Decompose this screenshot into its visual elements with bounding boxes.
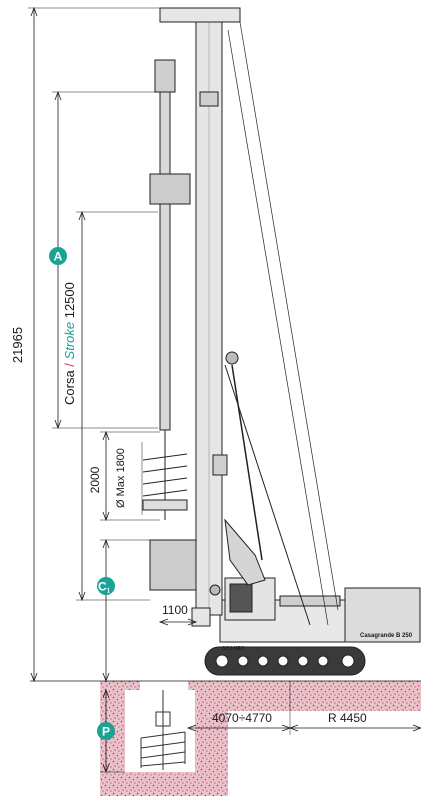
mast-head bbox=[159, 7, 241, 23]
offset-label: 1100 bbox=[162, 603, 188, 617]
machine-brand: Casagrande B 250 bbox=[360, 633, 413, 639]
stroke-label: Corsa / Stroke 12500 bbox=[62, 282, 77, 405]
auger-length-label: 2000 bbox=[88, 466, 102, 493]
total-height-label: 21965 bbox=[10, 327, 25, 363]
svg-text:C1: C1 bbox=[98, 580, 111, 595]
ground-right bbox=[188, 681, 421, 711]
mast bbox=[142, 7, 339, 627]
marker-p: P bbox=[97, 722, 115, 740]
dimension-lines bbox=[28, 6, 421, 774]
marker-a: A bbox=[49, 247, 67, 265]
kelly-bar bbox=[159, 69, 171, 431]
cab-window bbox=[229, 583, 253, 613]
track-range-label: 4070÷4770 bbox=[212, 711, 272, 725]
auger-diameter-label: Ø Max 1800 bbox=[115, 448, 127, 508]
svg-text:A: A bbox=[54, 250, 63, 264]
borehole bbox=[125, 690, 195, 772]
ground-bottom bbox=[100, 770, 228, 796]
auger-in-hole bbox=[140, 690, 186, 770]
marker-c1: C1 bbox=[97, 577, 115, 595]
rotary-head bbox=[149, 173, 191, 205]
crawler-carrier: SOILMEC Casagrande B 250 bbox=[204, 577, 421, 676]
tail-radius-label: R 4450 bbox=[328, 711, 367, 725]
ground-section bbox=[30, 680, 421, 796]
track-brand-label: SOILMEC bbox=[222, 646, 245, 652]
svg-text:P: P bbox=[102, 725, 110, 739]
